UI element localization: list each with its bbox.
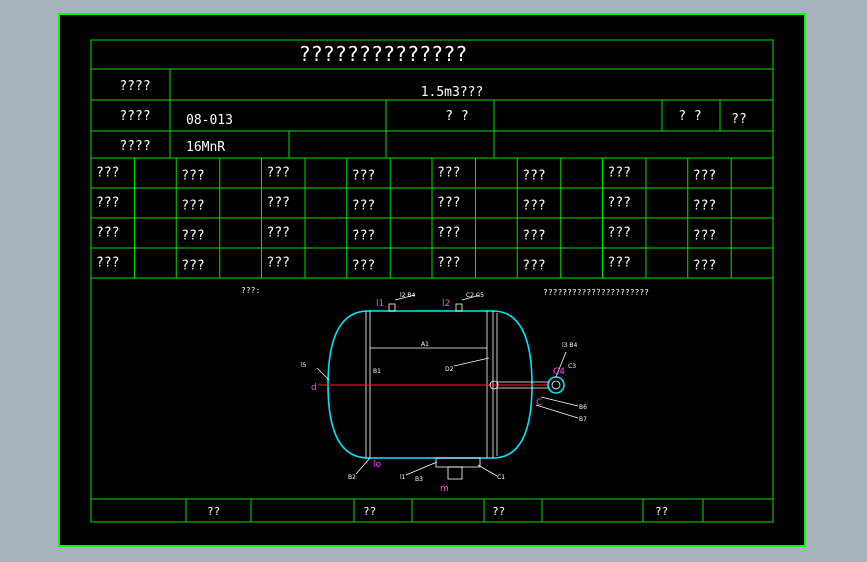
callout-d: d: [311, 383, 317, 393]
grid-cell-label: ???: [437, 196, 460, 211]
callout-b7: B7: [579, 416, 587, 423]
footer-cell-3: ??: [492, 505, 505, 518]
grid-cell-label: ???: [608, 226, 631, 241]
grid-cell-label: ???: [267, 196, 290, 211]
grid-cell-label: ???: [693, 229, 716, 244]
grid-cell-label: ???: [352, 169, 375, 184]
grid-cell-label: ???: [96, 226, 119, 241]
callout-l2b4: l2 B4: [400, 292, 416, 299]
grid-cell-label: ???: [437, 166, 460, 181]
callout-b6: B6: [579, 404, 587, 411]
row2-right-a: ? ?: [678, 109, 701, 124]
grid-cell-label: ???: [96, 256, 119, 271]
grid-cell-label: ???: [267, 166, 290, 181]
callout-c4: C4: [553, 367, 565, 377]
callout-lo: lo: [373, 460, 382, 470]
grid-cell-label: ???: [352, 259, 375, 274]
grid-cell-label: ???: [181, 199, 204, 214]
callout-b2: B2: [348, 474, 356, 481]
grid-cell-label: ???: [96, 166, 119, 181]
callout-l3b4: l3 B4: [562, 342, 578, 349]
callout-c2c5: C2 C5: [466, 292, 484, 299]
callout-l2: l2: [442, 299, 450, 309]
grid-cell-label: ???: [693, 199, 716, 214]
callout-l5: l5: [301, 362, 307, 369]
row2-label: ????: [119, 109, 150, 124]
callout-a1: A1: [421, 341, 429, 348]
grid-cell-label: ???: [96, 196, 119, 211]
callout-b1: B1: [373, 368, 381, 375]
row3-value: 16MnR: [186, 140, 225, 155]
grid-cell-label: ???: [181, 259, 204, 274]
footer-cell-2: ??: [363, 505, 376, 518]
grid-cell-label: ???: [437, 226, 460, 241]
callout-l1b: l1: [400, 474, 406, 481]
grid-cell-label: ???: [267, 256, 290, 271]
callout-m: m: [440, 484, 449, 494]
callout-c1: C1: [497, 474, 505, 481]
row3-label: ????: [119, 139, 150, 154]
grid-cell-label: ???: [522, 199, 545, 214]
grid-cell-label: ???: [522, 169, 545, 184]
sheet-title: ??????????????: [299, 42, 468, 66]
grid-cell-label: ???: [352, 229, 375, 244]
pressure-vessel: [316, 294, 579, 480]
callout-c: C: [536, 398, 542, 408]
grid-cell-label: ???: [608, 196, 631, 211]
grid-cell-label: ???: [693, 169, 716, 184]
drawing-right-label: ??????????????????????: [543, 288, 649, 297]
grid-cell-label: ???: [693, 259, 716, 274]
grid-cell-label: ???: [352, 199, 375, 214]
grid-cell-label: ???: [608, 166, 631, 181]
callout-c3: C3: [568, 363, 576, 370]
drawing-left-label: ???:: [241, 286, 260, 295]
inner-border: [90, 39, 774, 523]
grid-cell-label: ???: [522, 229, 545, 244]
footer-cell-4: ??: [655, 505, 668, 518]
callout-d2: D2: [445, 366, 454, 373]
callout-b3: B3: [415, 476, 423, 483]
row2-mid-label: ? ?: [445, 109, 468, 124]
grid-cell-label: ???: [267, 226, 290, 241]
row1-label: ????: [119, 79, 150, 94]
parameter-grid: ????????????????????????????????????????…: [91, 158, 773, 279]
row2-right-b: ??: [731, 112, 747, 127]
grid-cell-label: ???: [437, 256, 460, 271]
grid-cell-label: ???: [608, 256, 631, 271]
footer-cell-1: ??: [207, 505, 220, 518]
grid-cell-label: ???: [181, 169, 204, 184]
row2-value: 08-013: [186, 113, 233, 128]
row1-value: 1.5m3???: [421, 85, 484, 100]
grid-cell-label: ???: [522, 259, 545, 274]
grid-cell-label: ???: [181, 229, 204, 244]
callout-l1: l1: [376, 299, 384, 309]
